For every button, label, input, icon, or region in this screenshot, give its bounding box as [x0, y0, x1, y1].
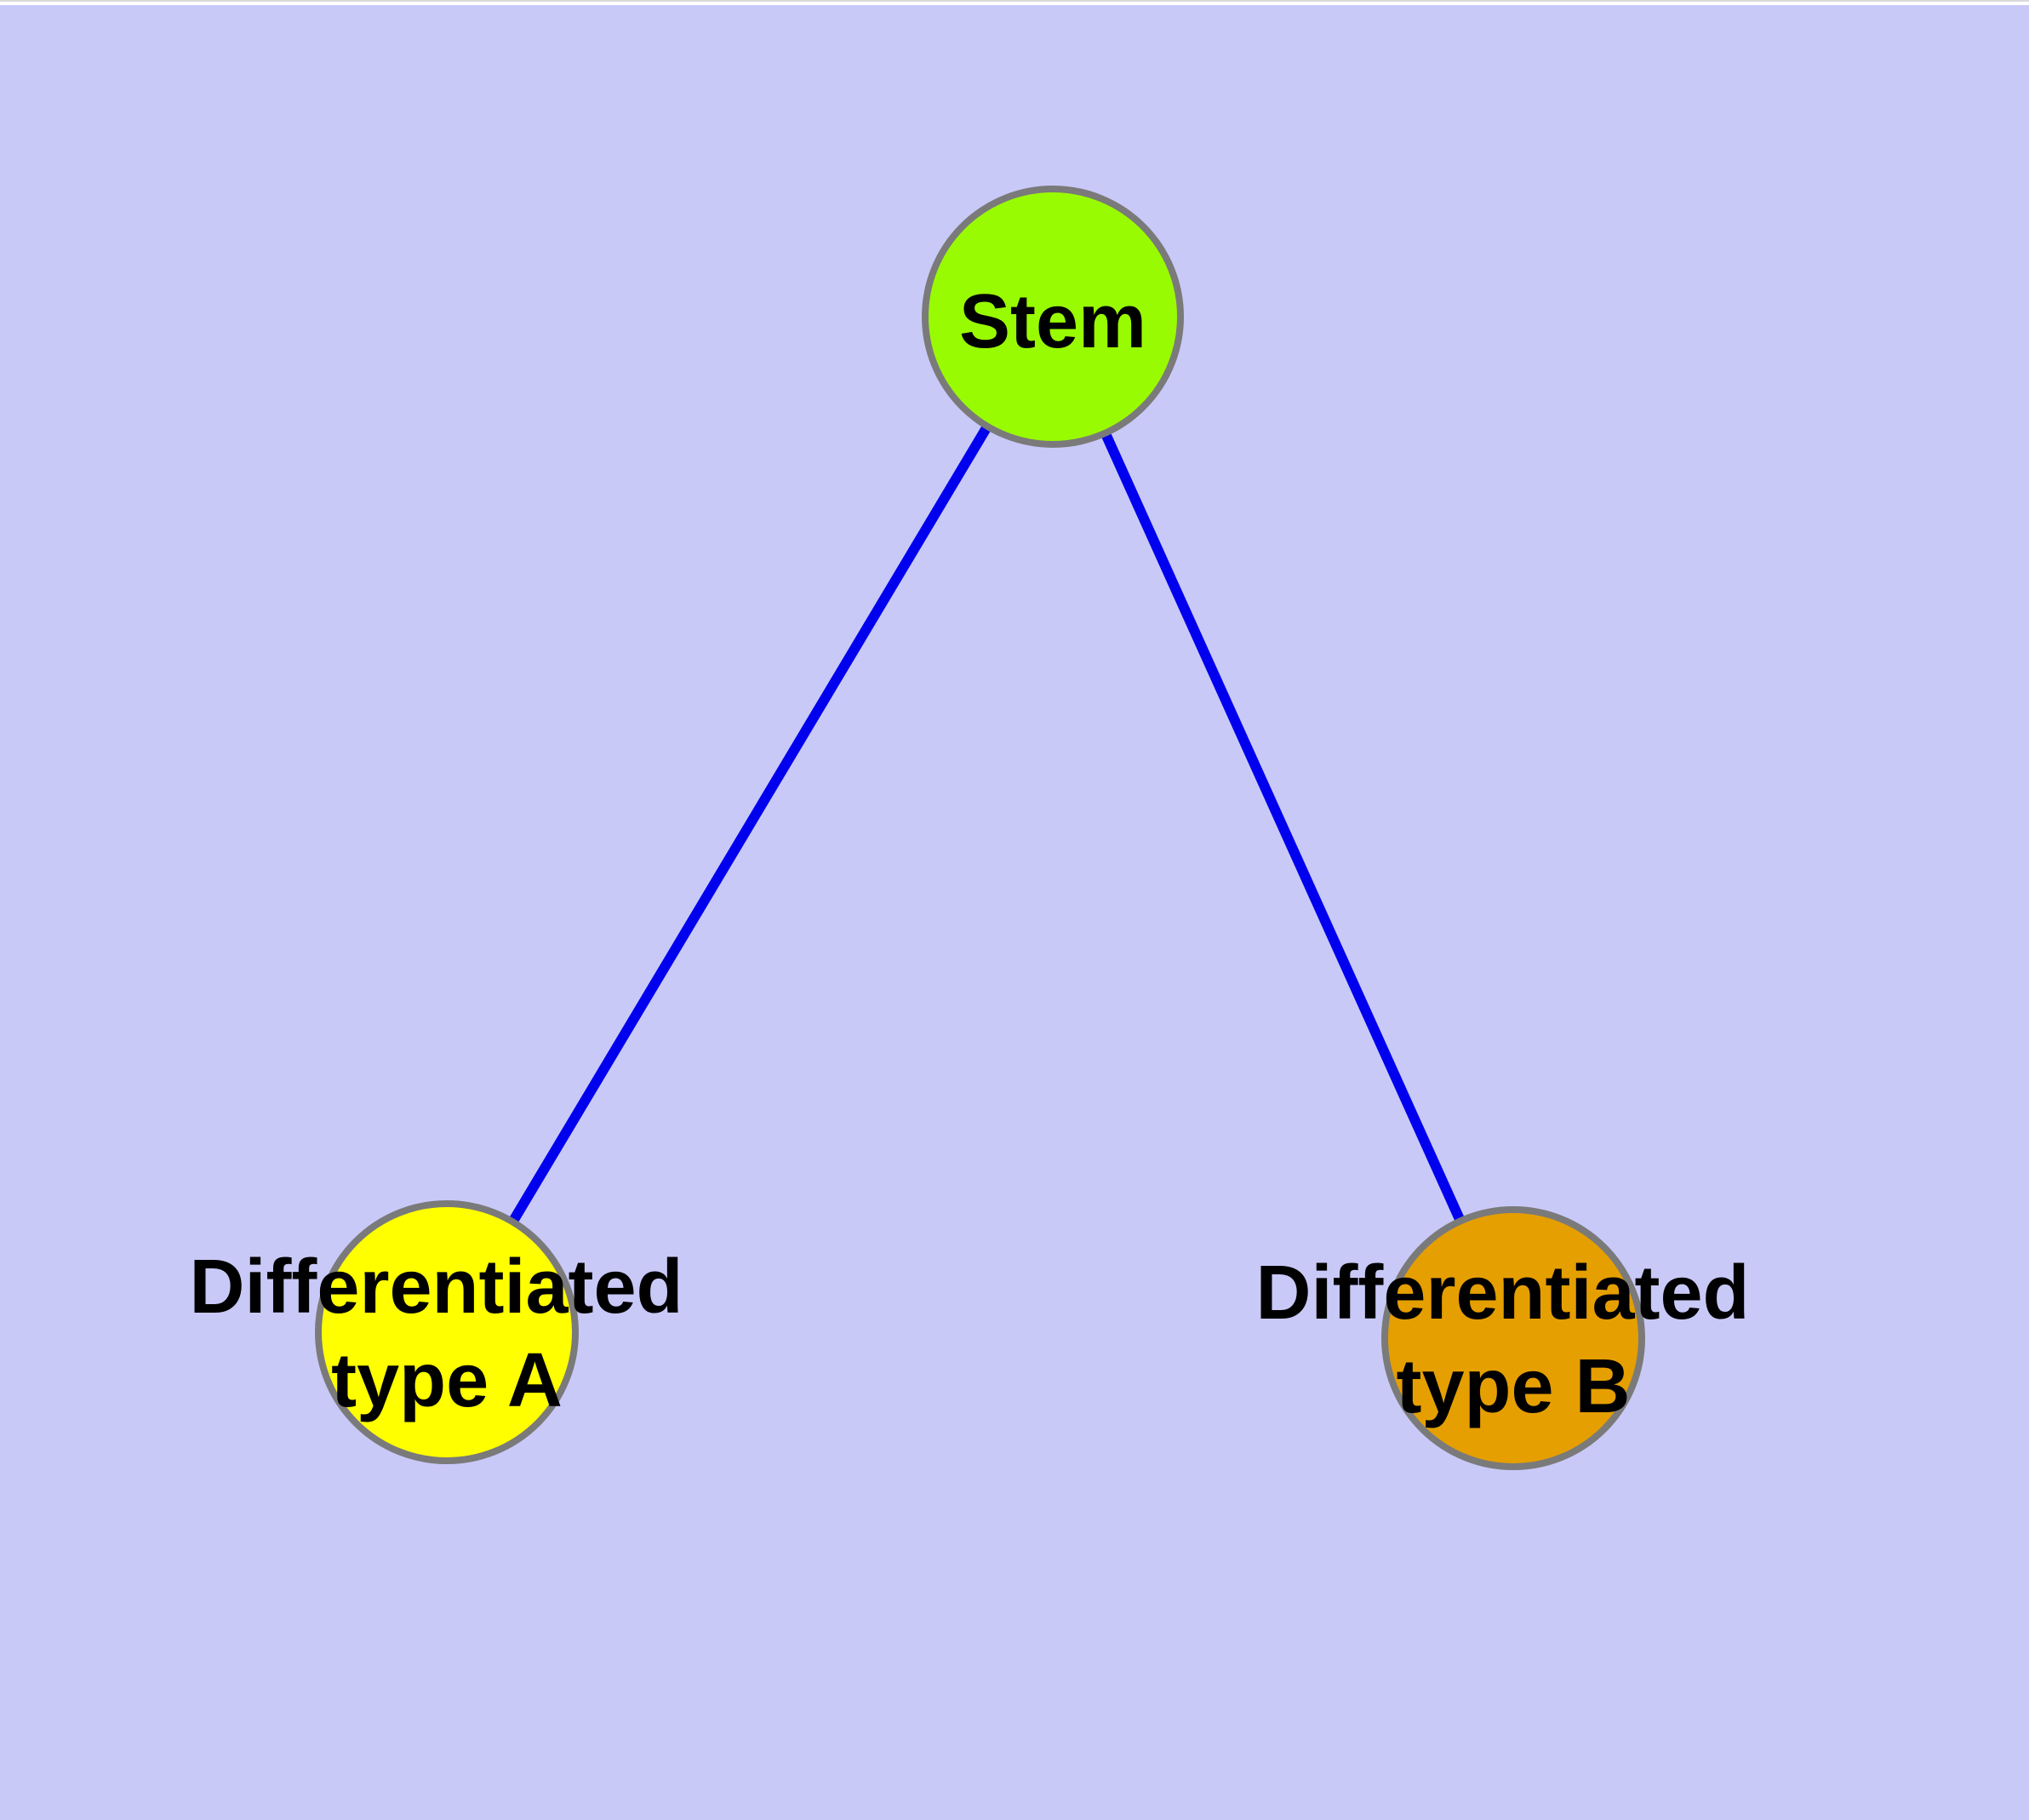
node-differentiated-type-b-label: Differentiated type B: [1255, 1251, 1770, 1429]
node-differentiated-type-b: Differentiated type B: [1255, 1206, 1770, 1470]
node-differentiated-type-b-label-line2: type B: [1396, 1344, 1630, 1429]
node-differentiated-type-b-label-line1: Differentiated: [1255, 1251, 1749, 1336]
window-top-edge-line: [0, 0, 2029, 2]
node-differentiated-type-a-circle: [315, 1200, 579, 1464]
node-stem-circle: [922, 186, 1184, 448]
edge-stem-to-type-b: [1048, 312, 1518, 1343]
node-stem-label: Stem: [959, 279, 1146, 364]
node-differentiated-type-a: Differentiated type A: [189, 1200, 704, 1464]
node-differentiated-type-a-label-line2: type A: [331, 1338, 563, 1423]
node-differentiated-type-b-circle: [1381, 1206, 1645, 1470]
node-differentiated-type-a-label-line1: Differentiated: [189, 1245, 683, 1330]
node-stem: Stem: [922, 186, 1184, 448]
edge-stem-to-type-a: [442, 312, 1058, 1337]
window-top-edge-strip: [0, 2, 2029, 5]
node-stem-label-line: Stem: [959, 279, 1146, 364]
node-differentiated-type-a-label: Differentiated type A: [189, 1245, 704, 1423]
